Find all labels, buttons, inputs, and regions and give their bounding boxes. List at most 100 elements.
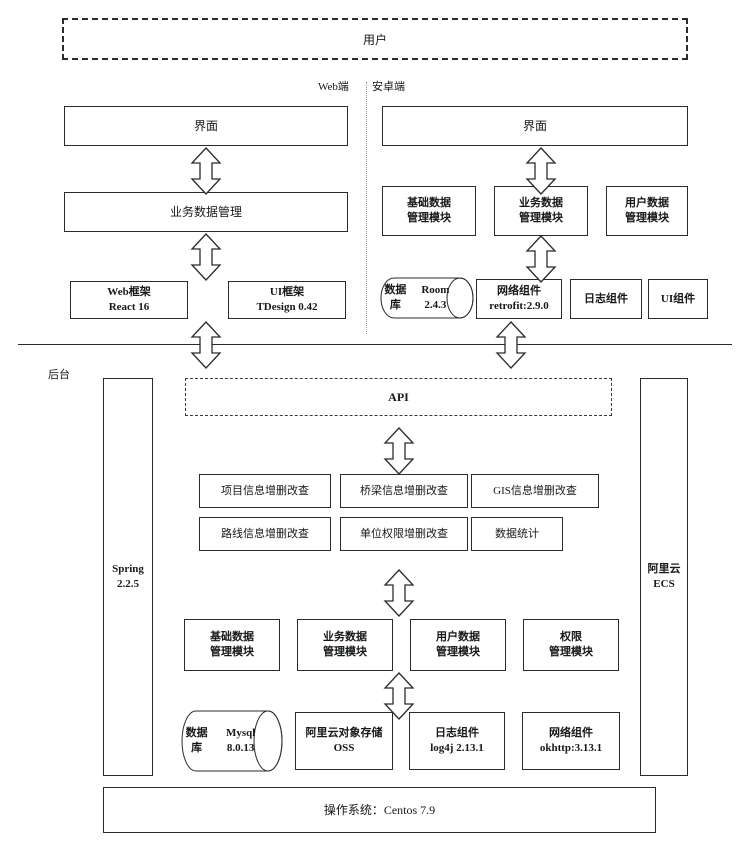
- backend-module-line1-0: 基础数据: [210, 631, 254, 644]
- api-box-label: API: [388, 389, 409, 404]
- android-module-label-2: 用户数据管理模块: [625, 196, 669, 226]
- web-ui-box-label: 界面: [193, 118, 218, 133]
- android-ui-box: 界面: [382, 106, 688, 146]
- user-band-label: 用户: [362, 32, 387, 47]
- android-component-label-3: UI组件: [660, 292, 696, 305]
- android-module-line2-2: 管理模块: [625, 212, 669, 224]
- android-module-box-2: 用户数据管理模块: [606, 186, 688, 236]
- backend-component-line2-3: okhttp:3.13.1: [539, 742, 603, 754]
- backend-module-line2-2: 管理模块: [436, 646, 480, 658]
- android-module-line2-0: 管理模块: [407, 212, 451, 224]
- backend-component-line1-1: 阿里云对象存储: [305, 727, 383, 740]
- backend-module-box-1: 业务数据管理模块: [297, 619, 393, 671]
- client-backend-separator: [18, 344, 732, 345]
- backend-component-label-2: 日志组件 log4j 2.13.1: [430, 726, 483, 756]
- backend-module-line1-3: 权限: [560, 631, 582, 644]
- backend-component-label-1: 阿里云对象存储 OSS: [306, 726, 383, 756]
- backend-module-label-0: 基础数据管理模块: [210, 630, 254, 660]
- android-component-box-3: UI组件: [648, 279, 708, 319]
- backend-component-line2-2: log4j 2.13.1: [430, 742, 484, 754]
- backend-feature-label-0: 项目信息增删改查: [221, 484, 309, 497]
- android-module-label-1: 业务数据管理模块: [519, 196, 563, 226]
- arrow-web-service-to-frameworks: [191, 233, 221, 281]
- arrow-web-ui-to-service: [191, 147, 221, 195]
- android-ui-box-label: 界面: [522, 118, 547, 133]
- android-component-line2-1: retrofit:2.9.0: [489, 300, 549, 312]
- backend-database-cylinder: 数据库 Mysql 8.0.13: [181, 710, 283, 772]
- android-component-label-1: 网络组件 retrofit:2.9.0: [489, 284, 548, 314]
- arrow-api-to-features: [384, 427, 414, 475]
- os-box-label: 操作系统：Centos 7.9: [323, 802, 436, 817]
- backend-feature-label-1: 桥梁信息增删改查: [360, 484, 448, 497]
- backend-module-line2-3: 管理模块: [549, 646, 593, 658]
- backend-module-label-1: 业务数据管理模块: [323, 630, 367, 660]
- backend-feature-box-1: 桥梁信息增删改查: [340, 474, 468, 508]
- backend-module-box-3: 权限管理模块: [523, 619, 619, 671]
- android-module-line1-0: 基础数据: [407, 197, 451, 210]
- web-framework-line1-0: Web框架: [107, 286, 151, 299]
- web-framework-line1-1: UI框架: [269, 286, 305, 299]
- web-service-box-label: 业务数据管理: [169, 204, 242, 219]
- backend-module-label-3: 权限管理模块: [549, 630, 593, 660]
- arrow-android-modules-to-components: [526, 235, 556, 283]
- android-component-line2-0: Room 2.4.3: [421, 284, 450, 311]
- backend-right-column-line2: ECS: [653, 578, 675, 590]
- backend-component-line1-0: 数据库: [185, 727, 208, 754]
- backend-component-line2-0: Mysql 8.0.13: [226, 727, 256, 754]
- backend-right-column-line1: 阿里云: [647, 563, 681, 576]
- backend-feature-label-3: 路线信息增删改查: [221, 527, 309, 540]
- backend-module-box-0: 基础数据管理模块: [184, 619, 280, 671]
- backend-feature-label-2: GIS信息增删改查: [493, 484, 577, 497]
- os-box: 操作系统：Centos 7.9: [103, 787, 656, 833]
- web-ui-box: 界面: [64, 106, 348, 146]
- backend-feature-label-5: 数据统计: [495, 527, 539, 540]
- android-database-cylinder: 数据库 Room 2.4.3: [380, 277, 474, 319]
- backend-module-line1-2: 用户数据: [436, 631, 480, 644]
- backend-feature-box-2: GIS信息增删改查: [471, 474, 599, 508]
- arrow-android-ui-to-modules: [526, 147, 556, 195]
- android-module-label-0: 基础数据管理模块: [407, 196, 451, 226]
- android-module-box-0: 基础数据管理模块: [382, 186, 476, 236]
- backend-module-line2-0: 管理模块: [210, 646, 254, 658]
- web-client-label: Web端: [318, 78, 349, 94]
- api-box: API: [185, 378, 612, 416]
- web-service-box: 业务数据管理: [64, 192, 348, 232]
- backend-left-column-line1: Spring: [112, 563, 144, 576]
- android-database-cylinder-shape: [380, 277, 474, 319]
- web-framework-box-0: Web框架 React 16: [70, 281, 188, 319]
- web-framework-label-0: Web框架 React 16: [107, 285, 150, 315]
- backend-component-box-1: 阿里云对象存储 OSS: [295, 712, 393, 770]
- arrow-features-to-modules: [384, 569, 414, 617]
- android-component-label-2: 日志组件: [584, 292, 628, 305]
- backend-module-line2-1: 管理模块: [323, 646, 367, 658]
- backend-right-column-aliyun-ecs: 阿里云 ECS: [640, 378, 688, 776]
- backend-feature-box-5: 数据统计: [471, 517, 563, 551]
- backend-feature-box-3: 路线信息增删改查: [199, 517, 331, 551]
- backend-component-box-2: 日志组件 log4j 2.13.1: [409, 712, 505, 770]
- backend-right-column-label: 阿里云 ECS: [648, 562, 681, 592]
- backend-component-line2-1: OSS: [333, 742, 355, 754]
- backend-module-line1-1: 业务数据: [323, 631, 367, 644]
- arrow-modules-to-components: [384, 672, 414, 720]
- arrow-web-to-backend: [191, 321, 221, 369]
- android-client-label-text: 安卓端: [372, 81, 405, 93]
- backend-module-box-2: 用户数据管理模块: [410, 619, 506, 671]
- android-module-line2-1: 管理模块: [519, 212, 563, 224]
- android-module-line1-1: 业务数据: [519, 197, 563, 210]
- android-client-label: 安卓端: [372, 78, 405, 94]
- backend-zone-label-text: 后台: [48, 369, 70, 381]
- backend-module-label-2: 用户数据管理模块: [436, 630, 480, 660]
- backend-zone-label: 后台: [48, 366, 70, 382]
- web-framework-line2-0: React 16: [108, 301, 150, 313]
- backend-feature-box-4: 单位权限增删改查: [340, 517, 468, 551]
- client-zone-divider: [366, 82, 367, 334]
- backend-component-line1-2: 日志组件: [434, 727, 479, 740]
- android-component-line1-0: 数据库: [384, 284, 407, 311]
- android-component-line1-1: 网络组件: [497, 285, 541, 298]
